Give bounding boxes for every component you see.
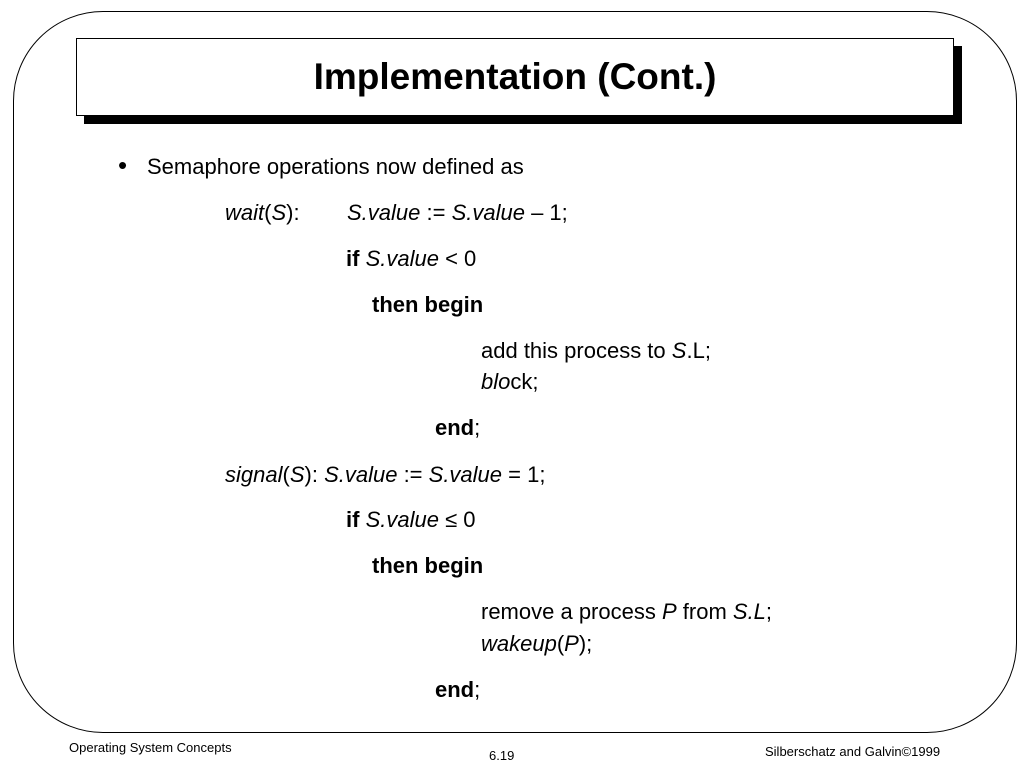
wait-body-1-tail: .L; (686, 338, 711, 363)
wait-cond-op: < 0 (438, 246, 477, 271)
footer-right: Silberschatz and Galvin©1999 (765, 744, 941, 759)
wait-body-2-tail: ck; (510, 369, 539, 394)
wait-end-keyword: end (435, 415, 475, 440)
wait-arg: S (271, 200, 287, 225)
signal-body-2-var: P (564, 631, 579, 656)
signal-if-keyword: if (346, 507, 360, 532)
signal-if-line: if S.value ≤ 0 (346, 507, 476, 533)
footer-left: Operating System Concepts (69, 740, 232, 755)
signal-end-tail: ; (474, 677, 481, 702)
bullet-point: • (118, 150, 128, 180)
title-box: Implementation (Cont.) (76, 38, 954, 116)
wait-assign-rhs: S.value (451, 200, 525, 225)
signal-body-2-open: ( (556, 631, 565, 656)
wait-end-tail: ; (474, 415, 481, 440)
signal-assign-rhs: S.value (428, 462, 503, 487)
wait-signature: wait(S): (225, 200, 300, 226)
signal-arg: S (289, 462, 305, 487)
signal-body-1-mid: from (676, 599, 733, 624)
signal-body-2-ital: wakeup (481, 631, 557, 656)
signal-body-1-tail: ; (765, 599, 773, 624)
wait-name: wait (225, 200, 265, 225)
signal-close: ): (304, 462, 325, 487)
signal-body-2-tail: ); (578, 631, 593, 656)
wait-assign-op: := (420, 200, 452, 225)
signal-open-paren: ( (282, 462, 290, 487)
signal-then-begin-keyword: then begin (372, 553, 484, 578)
signal-assign-tail: = 1; (502, 462, 546, 487)
signal-body-line-2: wakeup(P); (481, 631, 592, 657)
signal-then-begin: then begin (372, 553, 483, 579)
wait-body-2-ital: blo (481, 369, 511, 394)
signal-cond-var: S.value (365, 507, 439, 532)
wait-then-begin-keyword: then begin (372, 292, 484, 317)
signal-body-1-text: remove a process (481, 599, 662, 624)
signal-line: signal(S): S.value := S.value = 1; (225, 462, 545, 488)
wait-assign-line: S.value := S.value – 1; (347, 200, 568, 226)
slide-frame (13, 11, 1017, 733)
slide-title: Implementation (Cont.) (313, 56, 717, 97)
wait-then-begin: then begin (372, 292, 483, 318)
wait-if-line: if S.value < 0 (346, 246, 476, 272)
wait-open-paren: ( (264, 200, 272, 225)
signal-assign-op: := (397, 462, 429, 487)
signal-body-line-1: remove a process P from S.L; (481, 599, 772, 625)
wait-if-keyword: if (346, 246, 360, 271)
wait-close: ): (286, 200, 300, 225)
wait-body-line-2: block; (481, 369, 538, 395)
wait-body-1-var: S (671, 338, 687, 363)
wait-end-line: end; (435, 415, 480, 441)
wait-cond-var: S.value (365, 246, 439, 271)
wait-body-line-1: add this process to S.L; (481, 338, 711, 364)
signal-cond-op: ≤ 0 (438, 507, 476, 532)
signal-body-1-var2: S.L (732, 599, 766, 624)
signal-body-1-var: P (661, 599, 677, 624)
signal-assign-lhs: S.value (324, 462, 398, 487)
wait-body-1-text: add this process to (481, 338, 672, 363)
footer-page-number: 6.19 (489, 748, 515, 763)
wait-assign-lhs: S.value (347, 200, 421, 225)
signal-end-line: end; (435, 677, 480, 703)
signal-name: signal (225, 462, 283, 487)
signal-end-keyword: end (435, 677, 475, 702)
wait-assign-tail: – 1; (524, 200, 568, 225)
intro-text: Semaphore operations now defined as (147, 154, 524, 179)
